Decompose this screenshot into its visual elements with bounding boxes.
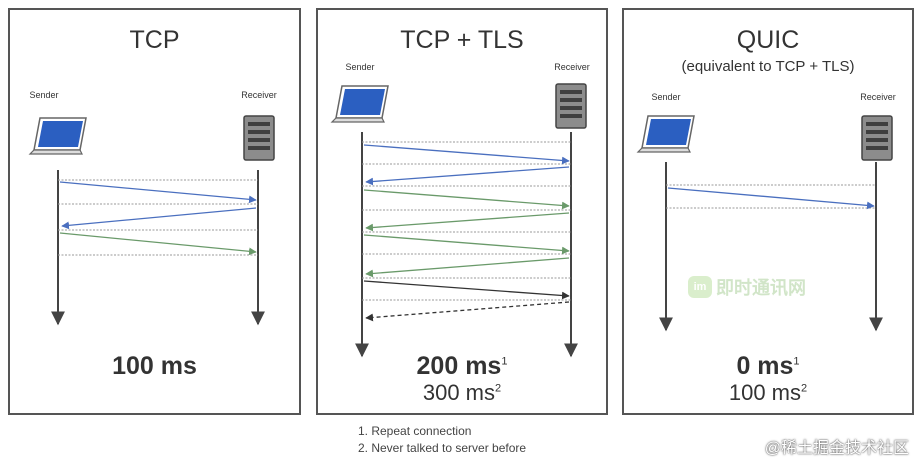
tls-server-hello-arrow — [365, 212, 570, 232]
sender-label: Sender — [29, 90, 59, 100]
syn-ack-arrow — [365, 166, 570, 186]
server-icon — [243, 115, 275, 161]
syn-ack-arrow — [61, 207, 257, 230]
response-arrow — [365, 301, 570, 322]
footnotes: 1. Repeat connection 2. Never talked to … — [358, 423, 526, 457]
ack-arrow — [363, 189, 570, 210]
latency-label: 100 ms — [112, 352, 197, 380]
syn-arrow — [363, 144, 570, 165]
panel-title: TCP — [129, 26, 180, 54]
panel-subtitle: (equivalent to TCP + TLS) — [681, 58, 855, 75]
laptop-icon — [28, 117, 87, 155]
watermark-text: 即时通讯网 — [716, 278, 806, 298]
footnote-2: 2. Never talked to server before — [358, 441, 527, 455]
receiver-label: Receiver — [241, 90, 277, 100]
server-icon — [861, 115, 893, 161]
tcp-tls-panel: TCP + TLS Sender Receiver — [316, 8, 608, 415]
syn-arrow — [59, 181, 257, 204]
watermark-badge: im — [688, 276, 712, 298]
tcp-sequence-diagram — [51, 170, 265, 326]
panel-title: TCP + TLS — [400, 26, 524, 54]
server-icon — [555, 83, 587, 129]
ack-arrow — [59, 232, 257, 256]
panel-title: QUIC — [736, 26, 800, 54]
quic-sequence-diagram — [659, 162, 883, 332]
guide-lines — [666, 184, 876, 209]
credit-watermark: @稀土掘金技术社区 — [764, 440, 909, 457]
guide-lines — [58, 179, 258, 256]
latency-repeat-label: 0 ms1 — [736, 352, 800, 380]
receiver-label: Receiver — [554, 62, 590, 72]
request-arrow — [363, 280, 570, 300]
tcp-tls-sequence-diagram — [355, 132, 578, 358]
latency-new-label: 100 ms2 — [728, 380, 808, 405]
tcp-panel: TCP Sender Receiver — [8, 8, 301, 415]
laptop-icon — [636, 115, 695, 153]
quic-panel: QUIC (equivalent to TCP + TLS) Sender Re… — [622, 8, 914, 415]
tls-key-exchange-arrow — [363, 234, 570, 255]
sender-label: Sender — [345, 62, 375, 72]
latency-repeat-label: 200 ms1 — [416, 352, 508, 380]
receiver-label: Receiver — [860, 92, 896, 102]
watermark-logo: im 即时通讯网 — [688, 274, 806, 300]
latency-new-label: 300 ms2 — [422, 380, 502, 405]
sender-label: Sender — [651, 92, 681, 102]
laptop-icon — [330, 85, 389, 123]
zero-rtt-arrow — [667, 187, 875, 210]
footnote-1: 1. Repeat connection — [358, 424, 472, 438]
tls-finished-arrow — [365, 257, 570, 278]
